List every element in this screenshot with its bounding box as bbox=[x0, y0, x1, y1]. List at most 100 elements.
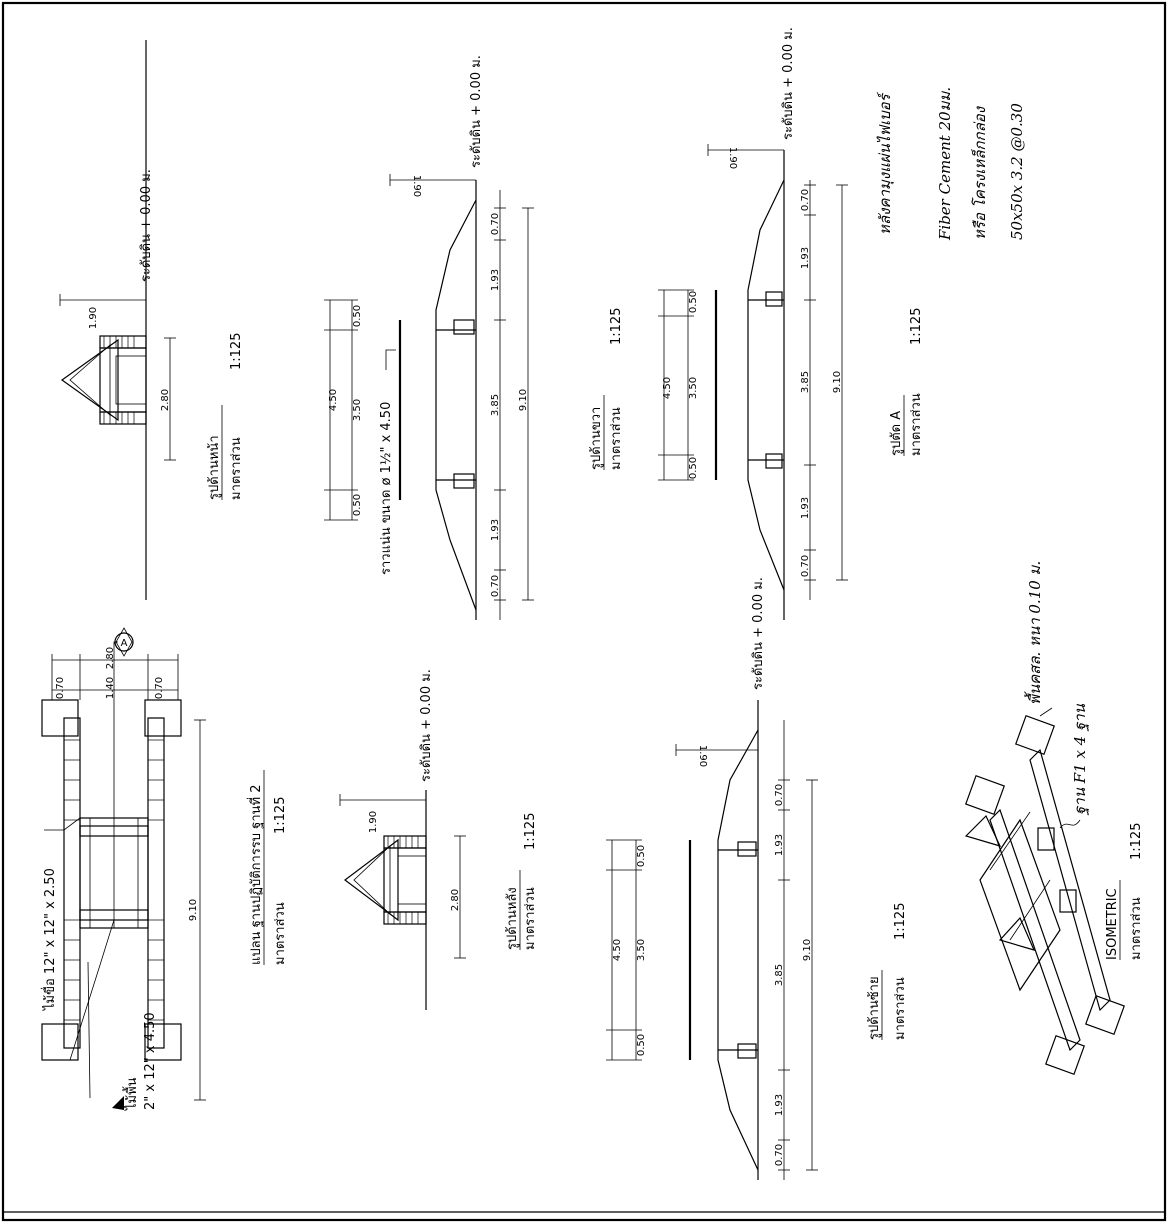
plan-beam-label: ไม้ขื่อ 12" x 12" x 2.50 bbox=[41, 868, 58, 1011]
section-a-dim-total: 9.10 bbox=[832, 371, 843, 393]
right-dim-top-050b: 0.50 bbox=[352, 494, 363, 516]
section-a-dim-193a: 1.93 bbox=[800, 247, 811, 269]
plan-stair-top-hatch bbox=[64, 739, 80, 1021]
right-dim-070a: 0.70 bbox=[490, 213, 501, 235]
front-elevation: 2.80 1.90 ระดับดิน + 0.00 ม. รูปด้านหน้า… bbox=[59, 40, 244, 600]
left-dim-070a: 0.70 bbox=[774, 784, 785, 806]
iso-scale-value: 1:125 bbox=[1129, 823, 1144, 860]
front-ground-level: ระดับดิน + 0.00 ม. bbox=[139, 169, 154, 282]
right-ground-level: ระดับดิน + 0.00 ม. bbox=[469, 55, 484, 168]
plan-dim-280: 2.80 bbox=[105, 647, 116, 669]
section-marker-letter: A bbox=[121, 638, 128, 649]
iso-note-slab: พื้นคสล. หนา 0.10 ม. bbox=[1024, 561, 1044, 705]
note-line-4: 50x50x 3.2 @0.30 bbox=[1008, 103, 1026, 240]
section-arrow bbox=[112, 1096, 124, 1110]
left-title: รูปด้านซ้าย bbox=[867, 976, 882, 1040]
right-scale-label: มาตราส่วน bbox=[609, 407, 624, 470]
back-ground-level: ระดับดิน + 0.00 ม. bbox=[419, 669, 434, 782]
iso-title: ISOMETRIC bbox=[1105, 888, 1120, 960]
front-post-2 bbox=[99, 411, 147, 425]
front-body bbox=[99, 347, 147, 413]
back-post-1 bbox=[383, 835, 427, 849]
right-title: รูปด้านขวา bbox=[589, 407, 604, 470]
right-dim-top-350: 3.50 bbox=[352, 399, 363, 421]
plan-scale-label: มาตราส่วน bbox=[273, 902, 288, 965]
back-scale-value: 1:125 bbox=[523, 813, 538, 850]
plan-stair-bottom bbox=[147, 717, 165, 1049]
iso-deck bbox=[979, 818, 1061, 992]
plan-footing-2 bbox=[144, 699, 182, 737]
iso-roof-1 bbox=[964, 814, 1002, 847]
front-roof bbox=[60, 338, 119, 422]
front-dim-width: 2.80 bbox=[160, 389, 171, 411]
back-title: รูปด้านหลัง bbox=[505, 887, 520, 950]
section-a-scale-label: มาตราส่วน bbox=[909, 393, 924, 456]
right-dim-193a: 1.93 bbox=[490, 269, 501, 291]
plan-labels: 0.70 1.40 0.70 2.80 9.10 ไม้ขื่อ 12" x 1… bbox=[41, 647, 288, 1111]
front-dim-height: 1.90 bbox=[88, 307, 99, 329]
iso-footing-4 bbox=[1085, 995, 1125, 1035]
right-dim-top-total: 4.50 bbox=[328, 389, 339, 411]
iso-roof-2 bbox=[998, 916, 1036, 951]
left-dim-top-350: 3.50 bbox=[636, 939, 647, 961]
section-a-dim-070b: 0.70 bbox=[800, 555, 811, 577]
iso-scale-label: มาตราส่วน bbox=[1129, 897, 1144, 960]
back-dim-width: 2.80 bbox=[450, 889, 461, 911]
right-dim-193b: 1.93 bbox=[490, 519, 501, 541]
section-a-dim-top-350: 3.50 bbox=[688, 377, 699, 399]
section-a: 1.90 4.50 0.50 3.50 0.50 0.70 1.93 3.85 … bbox=[658, 27, 924, 620]
front-title: รูปด้านหน้า bbox=[207, 435, 222, 500]
iso-note-footing: ฐาน F1 x 4 ฐาน bbox=[1071, 703, 1089, 816]
plan-drawing: A bbox=[41, 627, 206, 1110]
section-a-dim-070a: 0.70 bbox=[800, 189, 811, 211]
left-dim-top-050b: 0.50 bbox=[636, 1034, 647, 1056]
plan-footing-3 bbox=[41, 1023, 79, 1061]
plan-stair-top bbox=[63, 717, 81, 1049]
section-marker bbox=[114, 632, 134, 652]
note-line-2: Fiber Cement 20มม. bbox=[936, 87, 954, 241]
front-scale-value: 1:125 bbox=[229, 333, 244, 370]
isometric-view: พื้นคสล. หนา 0.10 ม. ฐาน F1 x 4 ฐาน ISOM… bbox=[964, 561, 1144, 1075]
plan-scale-value: 1:125 bbox=[273, 797, 288, 834]
iso-footing-3 bbox=[1045, 1035, 1085, 1075]
left-elevation: 1.90 4.50 0.50 3.50 0.50 0.70 1.93 3.85 … bbox=[606, 577, 908, 1180]
left-ramp-profile bbox=[717, 729, 759, 1171]
right-dim-total: 9.10 bbox=[518, 389, 529, 411]
iso-footing-1 bbox=[965, 775, 1005, 815]
plan-dim-910: 9.10 bbox=[188, 899, 199, 921]
left-dim-193b: 1.93 bbox=[774, 1094, 785, 1116]
iso-stair-2 bbox=[1029, 748, 1111, 1012]
right-dim-top-050a: 0.50 bbox=[352, 305, 363, 327]
plan-footing-1 bbox=[41, 699, 79, 737]
right-elevation: 1.90 4.50 0.50 3.50 0.50 0.70 1.93 3.85 … bbox=[324, 55, 624, 620]
section-a-dim-height: 1.90 bbox=[727, 147, 738, 169]
iso-stair-1 bbox=[989, 808, 1081, 1052]
plan-plank-label-2: 2" x 12" x 4.50 bbox=[143, 1012, 158, 1110]
left-dim-385: 3.85 bbox=[774, 964, 785, 986]
left-dim-070b: 0.70 bbox=[774, 1144, 785, 1166]
left-dim-193a: 1.93 bbox=[774, 834, 785, 856]
handwritten-note: หลังคามุงแผ่นไฟเบอร์ Fiber Cement 20มม. … bbox=[876, 87, 1026, 241]
section-a-ground-level: ระดับดิน + 0.00 ม. bbox=[781, 27, 796, 140]
section-a-dim-193b: 1.93 bbox=[800, 497, 811, 519]
plan-plank-label-1: ไม้พื้น bbox=[122, 1077, 140, 1111]
section-a-dim-top-050a: 0.50 bbox=[688, 291, 699, 313]
back-scale-label: มาตราส่วน bbox=[523, 887, 538, 950]
section-a-dim-top-total: 4.50 bbox=[662, 377, 673, 399]
left-ground-level: ระดับดิน + 0.00 ม. bbox=[751, 577, 766, 690]
right-ramp-profile bbox=[435, 199, 477, 611]
back-post-2 bbox=[383, 911, 427, 925]
note-line-3: หรือ โครงเหล็กกล่อง bbox=[971, 105, 989, 240]
section-a-ramp-profile bbox=[747, 179, 785, 591]
section-a-dim-385: 3.85 bbox=[800, 371, 811, 393]
left-scale-label: มาตราส่วน bbox=[893, 977, 908, 1040]
plan-title: แปลน ฐานปฏิบัติการรบ ฐานที่ 2 bbox=[247, 784, 264, 965]
section-a-scale-value: 1:125 bbox=[909, 308, 924, 345]
plan-stair-bottom-hatch bbox=[148, 739, 164, 1021]
plan-dim-140: 1.40 bbox=[105, 677, 116, 699]
front-post-1 bbox=[99, 335, 147, 349]
plan-beam-top bbox=[79, 825, 149, 837]
back-dim-height: 1.90 bbox=[368, 811, 379, 833]
